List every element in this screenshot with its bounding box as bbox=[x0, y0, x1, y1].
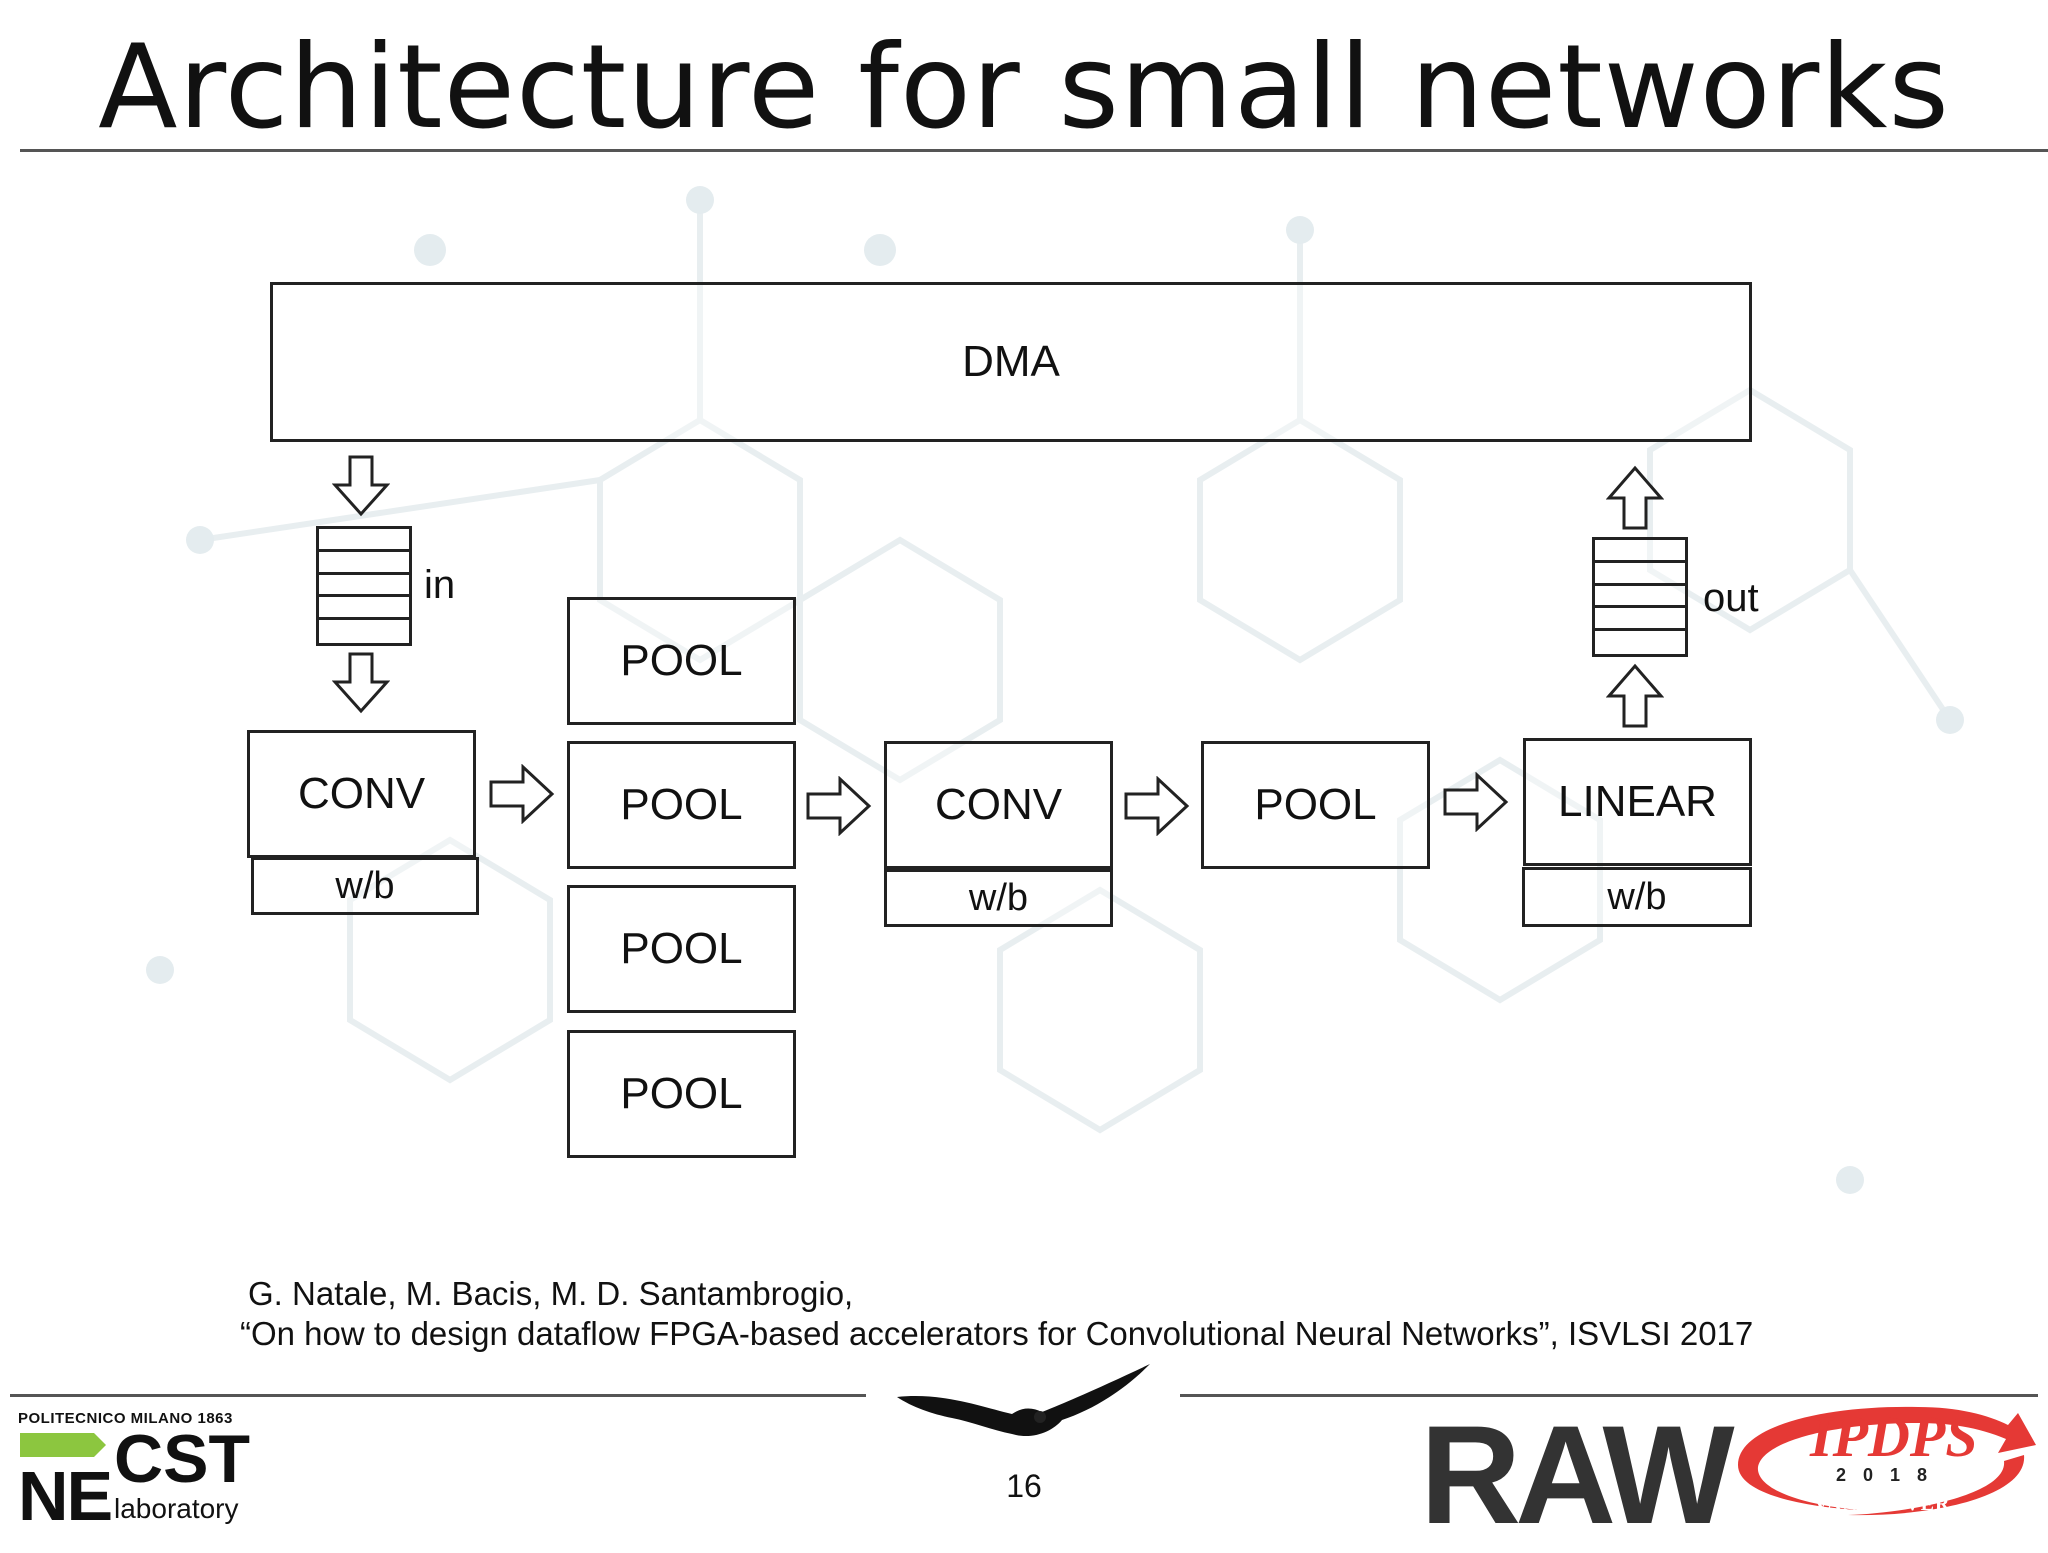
ipdps-logo-year: 2 0 1 8 bbox=[1836, 1465, 1934, 1485]
pool-block-3: POOL bbox=[567, 885, 796, 1013]
conv-2-weights-box: w/b bbox=[884, 869, 1113, 927]
input-fifo bbox=[316, 526, 412, 646]
conv-block-1: CONV bbox=[247, 730, 476, 858]
page-number: 16 bbox=[1006, 1468, 1042, 1504]
condor-icon bbox=[897, 1364, 1150, 1437]
dma-block: DMA bbox=[270, 282, 1752, 442]
linear-block: LINEAR bbox=[1523, 738, 1752, 866]
up-arrow-icon bbox=[1606, 465, 1664, 530]
slide-title: Architecture for small networks bbox=[98, 20, 1950, 155]
right-arrow-icon bbox=[806, 776, 872, 836]
pool-block-2: POOL bbox=[567, 741, 796, 869]
pool-block-5: POOL bbox=[1201, 741, 1430, 869]
necst-logo-ne: NE bbox=[18, 1457, 113, 1535]
up-arrow-icon bbox=[1606, 663, 1664, 728]
ipdps-logo-city: VANCOUVER bbox=[1814, 1493, 1951, 1515]
necst-logo-lab: laboratory bbox=[114, 1493, 239, 1524]
footer-rule-right bbox=[1180, 1394, 2038, 1397]
necst-logo: POLITECNICO MILANO 1863 NE CST laborator… bbox=[18, 1410, 250, 1531]
down-arrow-icon bbox=[332, 455, 390, 517]
necst-logo-cst: CST bbox=[114, 1421, 250, 1497]
down-arrow-icon bbox=[332, 652, 390, 714]
conv-1-weights-box: w/b bbox=[251, 857, 479, 915]
conv-block-2: CONV bbox=[884, 741, 1113, 869]
raw-logo: RAW bbox=[1420, 1396, 1735, 1553]
citation-paper: “On how to design dataflow FPGA-based ac… bbox=[240, 1315, 1754, 1352]
title-rule bbox=[20, 149, 2048, 152]
pool-block-4: POOL bbox=[567, 1030, 796, 1158]
right-arrow-icon bbox=[1124, 776, 1190, 836]
output-fifo bbox=[1592, 537, 1688, 657]
footer-rule-left bbox=[10, 1394, 866, 1397]
ipdps-logo: IPDPS 2 0 1 8 VANCOUVER bbox=[1718, 1395, 2044, 1530]
right-arrow-icon bbox=[1443, 772, 1509, 832]
necst-logo-top-text: POLITECNICO MILANO 1863 bbox=[18, 1410, 233, 1427]
ipdps-swoosh-icon bbox=[1738, 1406, 2036, 1516]
out-label: out bbox=[1703, 576, 1759, 620]
ipdps-logo-text: IPDPS bbox=[1810, 1404, 1978, 1469]
necst-green-banner-icon bbox=[20, 1433, 106, 1457]
right-arrow-icon bbox=[489, 764, 555, 824]
linear-weights-box: w/b bbox=[1522, 867, 1752, 927]
in-label: in bbox=[424, 563, 456, 607]
pool-block-1: POOL bbox=[567, 597, 796, 725]
citation-authors: G. Natale, M. Bacis, M. D. Santambrogio, bbox=[248, 1275, 854, 1312]
